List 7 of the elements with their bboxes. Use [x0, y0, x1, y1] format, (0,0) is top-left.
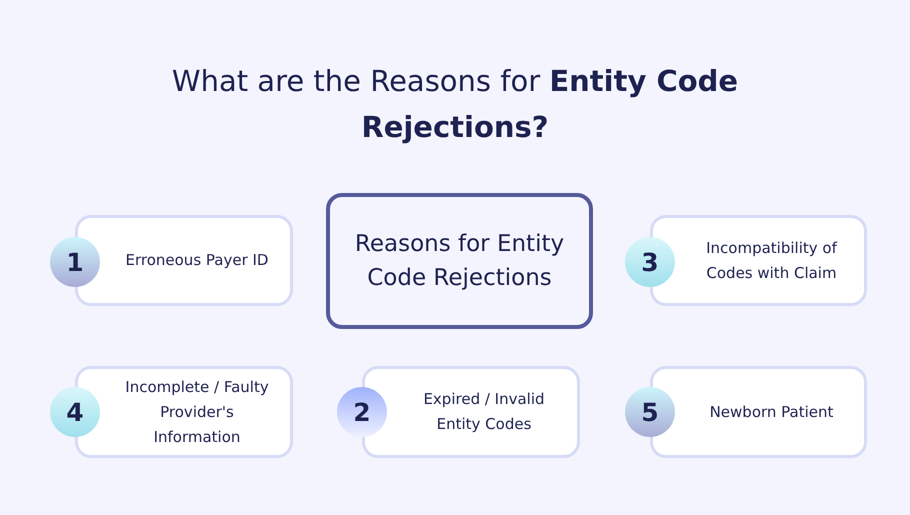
number-badge: 4 [50, 387, 100, 437]
number-badge: 3 [625, 237, 675, 287]
central-topic-box: Reasons for Entity Code Rejections [326, 193, 593, 329]
number-badge: 5 [625, 387, 675, 437]
number-badge: 2 [337, 387, 387, 437]
diagram-title: What are the Reasons for Entity Code Rejections? [170, 63, 740, 146]
number-badge: 1 [50, 237, 100, 287]
